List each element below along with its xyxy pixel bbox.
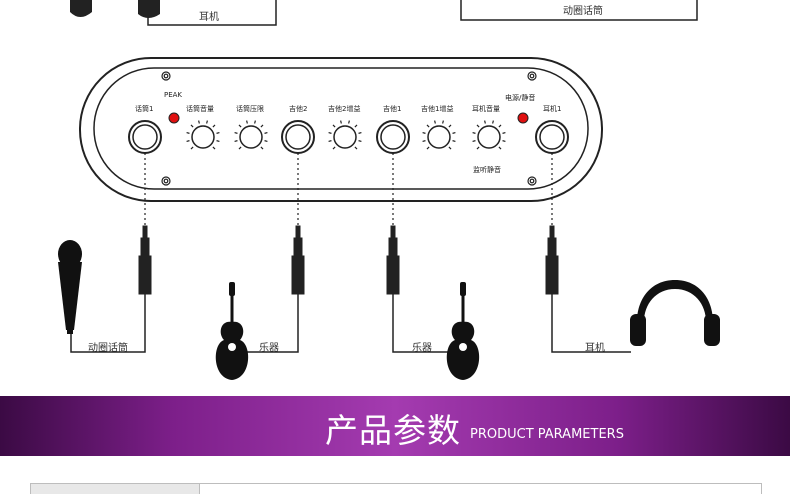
monitor-mute-label: 监听静音	[473, 166, 501, 174]
knob-tick	[426, 146, 430, 150]
control-label-guitar2-gain: 吉他2增益	[328, 105, 361, 113]
knob-tick	[238, 146, 242, 150]
peak-label: PEAK	[164, 91, 183, 99]
knob-tick	[426, 124, 430, 128]
knob-tick	[238, 124, 242, 128]
knob-tick	[492, 120, 494, 124]
knob-tick	[260, 146, 264, 150]
control-label-guitar1: 吉他1	[383, 105, 402, 113]
knob-tick	[498, 146, 502, 150]
knob-tick	[476, 146, 480, 150]
device-label-instrument-left: 乐器	[259, 343, 279, 354]
knob-tick	[328, 132, 332, 134]
device-label-headphones: 耳机	[585, 343, 605, 354]
knob-tick	[332, 146, 336, 150]
knob-tick	[354, 124, 358, 128]
knob-tick	[206, 120, 208, 124]
screw-icon	[161, 71, 537, 186]
knob-tick	[354, 146, 358, 150]
plug-icon	[138, 225, 559, 295]
control-label-mic1: 话筒1	[135, 105, 154, 113]
knob-tick	[234, 140, 238, 142]
knob-tick	[442, 120, 444, 124]
banner-subtitle: PRODUCT PARAMETERS	[470, 427, 624, 442]
control-label-headphone-volume: 耳机音量	[472, 105, 500, 113]
knob-tick	[264, 140, 268, 142]
knob-tick	[264, 132, 268, 134]
knob-tick	[498, 124, 502, 128]
banner-title: 产品参数	[325, 411, 461, 450]
control-label-mic-volume: 话筒音量	[186, 105, 214, 113]
knob-tick	[422, 132, 426, 134]
knob-ticks	[186, 120, 506, 150]
knob-tick	[332, 124, 336, 128]
knob-tick	[246, 120, 248, 124]
knob-tick	[198, 120, 200, 124]
knob-tick	[212, 124, 216, 128]
control-label-headphone1: 耳机1	[543, 105, 562, 113]
control-label-guitar2: 吉他2	[289, 105, 308, 113]
knob-tick	[502, 132, 506, 134]
headphones-icon	[630, 280, 720, 346]
top-right-box	[460, 0, 698, 21]
knob-tick	[348, 120, 350, 124]
parameters-table	[30, 483, 762, 494]
knob-tick	[260, 124, 264, 128]
knob-tick	[476, 124, 480, 128]
device-label-mic: 动圈话筒	[88, 343, 128, 354]
top-label-mic: 动圈话筒	[563, 6, 603, 17]
power-mute-label: 电源/静音	[505, 94, 536, 102]
knob-tick	[452, 140, 456, 142]
knob-tick	[212, 146, 216, 150]
knob-tick	[472, 132, 476, 134]
knob-tick	[216, 132, 220, 134]
knob-tick	[358, 140, 362, 142]
guitar-icon	[215, 282, 249, 380]
knob-tick	[190, 146, 194, 150]
knob-tick	[234, 132, 238, 134]
knob-tick	[422, 140, 426, 142]
knob-tick	[254, 120, 256, 124]
guitar-icon	[446, 282, 480, 380]
knob-tick	[448, 146, 452, 150]
control-label-guitar1-gain: 吉他1增益	[421, 105, 454, 113]
knob-tick	[216, 140, 220, 142]
knob-tick	[448, 124, 452, 128]
top-label-headphones: 耳机	[199, 12, 219, 23]
power-led-icon	[517, 112, 529, 124]
section-banner: 产品参数 PRODUCT PARAMETERS	[0, 396, 790, 456]
dotted-lines	[144, 153, 553, 226]
device-label-instrument-right: 乐器	[412, 343, 432, 354]
knob-tick	[186, 140, 190, 142]
knob-tick	[434, 120, 436, 124]
knob-tick	[472, 140, 476, 142]
cables	[70, 294, 631, 353]
microphone-icon	[58, 240, 82, 334]
knob-tick	[452, 132, 456, 134]
top-icon-left	[70, 0, 92, 17]
knob-tick	[186, 132, 190, 134]
knob-icon	[191, 125, 501, 149]
knob-tick	[358, 132, 362, 134]
control-label-mic-limiter: 话筒压限	[236, 105, 264, 113]
knob-tick	[340, 120, 342, 124]
knob-tick	[190, 124, 194, 128]
knob-tick	[502, 140, 506, 142]
top-icon-right	[138, 0, 160, 18]
table-header-cell	[31, 484, 200, 494]
knob-tick	[328, 140, 332, 142]
connection-diagram	[58, 0, 720, 380]
knob-tick	[484, 120, 486, 124]
jack-icon	[128, 120, 569, 154]
peak-led-icon	[168, 112, 180, 124]
